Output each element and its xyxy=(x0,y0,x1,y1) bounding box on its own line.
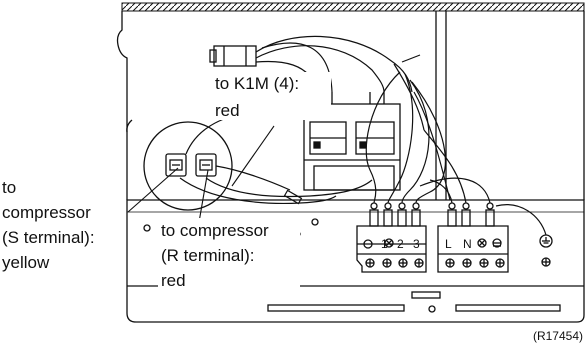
capacitor xyxy=(143,121,233,211)
top-hatched-edge xyxy=(121,2,585,12)
terminal-label-l: L xyxy=(445,237,452,251)
k1m-label-line1: to K1M (4): xyxy=(215,74,299,93)
compressor-r-label-line2: (R terminal): xyxy=(161,246,255,265)
reference-code: (R17454) xyxy=(533,329,583,343)
callout-backgrounds xyxy=(0,72,586,344)
upper-housing xyxy=(116,11,585,200)
compressor-s-label-line3: (S terminal): xyxy=(2,228,95,247)
ground-terminal xyxy=(539,234,553,267)
terminal-label-n: N xyxy=(463,237,472,251)
terminal-label-1: 1 xyxy=(381,237,388,251)
wiring-harness xyxy=(179,35,547,236)
terminal-label-2: 2 xyxy=(397,237,404,251)
k1m-connector xyxy=(209,45,257,67)
terminal-block-left xyxy=(356,202,427,273)
k1m-label-line2: red xyxy=(215,101,240,120)
compressor-r-label-line3: red xyxy=(161,271,186,290)
leader-lines xyxy=(127,125,275,229)
compressor-s-label-line1: to xyxy=(2,178,16,197)
compressor-s-label-line4: yellow xyxy=(2,253,50,272)
compressor-s-label-line2: compressor xyxy=(2,203,91,222)
terminal-label-3: 3 xyxy=(413,237,420,251)
compressor-r-label-line1: to compressor xyxy=(161,221,269,240)
